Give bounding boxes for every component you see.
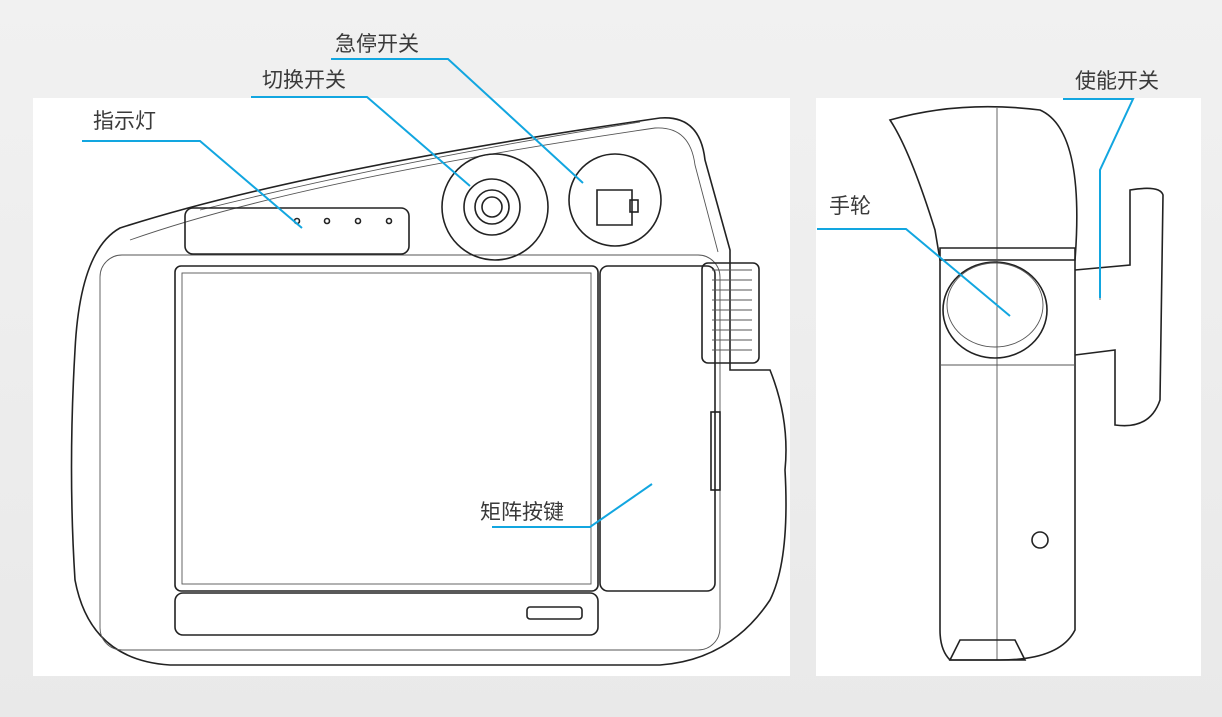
front-view-panel (33, 98, 790, 676)
mode-switch-knob (441, 153, 549, 261)
emergency-stop-button (568, 153, 662, 247)
label-enable-switch: 使能开关 (1075, 69, 1159, 93)
front-handwheel (701, 262, 760, 364)
leader-matrix-keys (492, 483, 653, 528)
side-view-panel (816, 98, 1201, 676)
screen (174, 265, 599, 592)
label-handwheel: 手轮 (829, 194, 871, 218)
indicator-bar (184, 207, 410, 255)
leader-mode-switch (251, 96, 471, 187)
label-matrix-keys: 矩阵按键 (480, 500, 564, 524)
leader-handwheel (817, 228, 1011, 317)
front-view-device (70, 117, 787, 666)
leader-enable-switch (1063, 98, 1135, 298)
leader-emergency-stop (331, 58, 584, 184)
label-mode-switch: 切换开关 (262, 68, 346, 92)
label-emergency-stop: 急停开关 (335, 32, 419, 56)
leader-indicator (82, 140, 303, 229)
matrix-key-area (599, 265, 716, 592)
side-slot (710, 411, 721, 491)
side-handwheel (942, 261, 1048, 359)
label-indicator: 指示灯 (93, 109, 156, 133)
